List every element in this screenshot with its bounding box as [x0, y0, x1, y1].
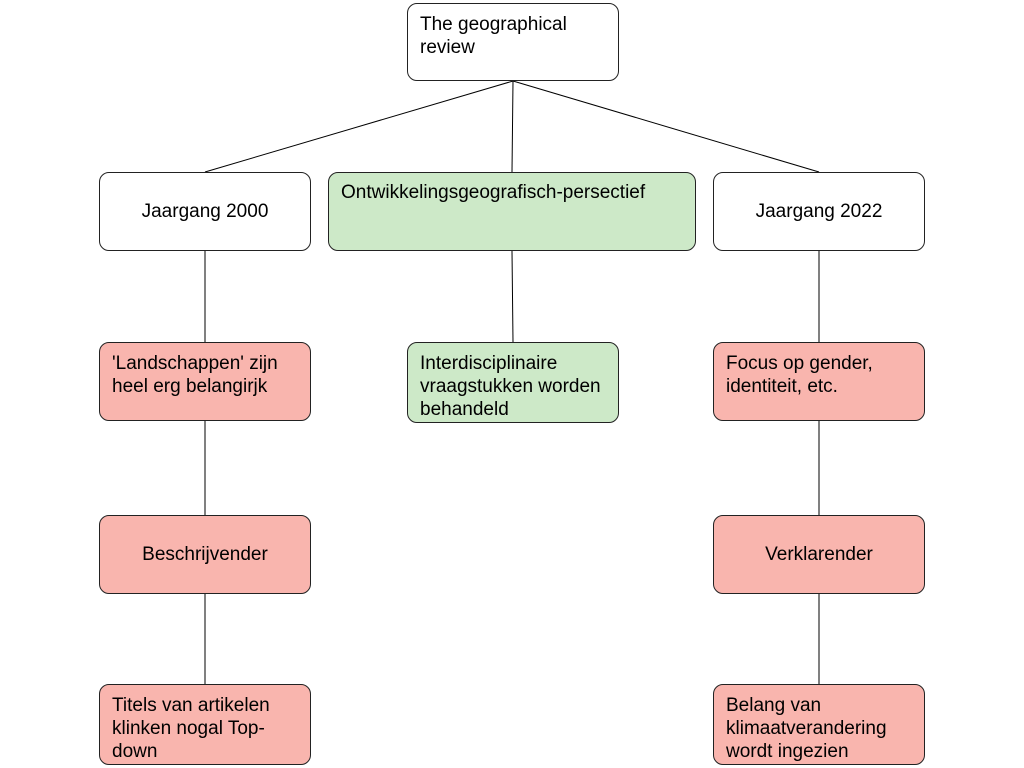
- edge-root-jaargang_2000: [204, 80, 514, 173]
- node-klimaat: Belang van klimaatverandering wordt inge…: [713, 684, 925, 765]
- node-root: The geographical review: [407, 3, 619, 81]
- node-jaargang-2022: Jaargang 2022: [713, 172, 925, 251]
- node-verklarender: Verklarender: [713, 515, 925, 594]
- node-jaargang-2000: Jaargang 2000: [99, 172, 311, 251]
- node-titels: Titels van artikelen klinken nogal Top-d…: [99, 684, 311, 765]
- edge-root-jaargang_2022: [512, 80, 820, 173]
- node-interdisciplinair: Interdisciplinaire vraagstukken worden b…: [407, 342, 619, 423]
- node-focus-gender: Focus op gender, identiteit, etc.: [713, 342, 925, 421]
- node-beschrijvender: Beschrijvender: [99, 515, 311, 594]
- node-perspectief: Ontwikkelingsgeografisch-persectief: [328, 172, 696, 251]
- edge-root-perspectief: [511, 80, 514, 173]
- edge-perspectief-interdisciplinair: [511, 250, 514, 343]
- node-landschappen: 'Landschappen' zijn heel erg belangirjk: [99, 342, 311, 421]
